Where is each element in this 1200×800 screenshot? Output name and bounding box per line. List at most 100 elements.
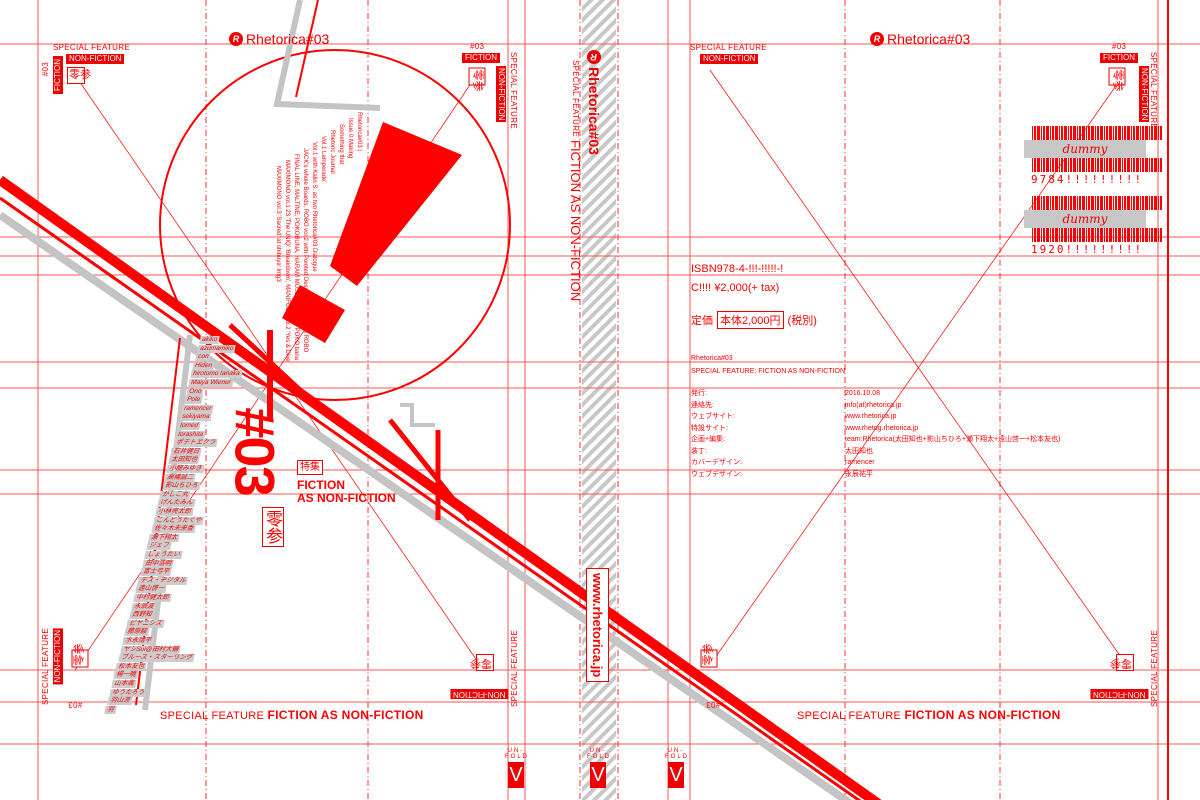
barcode-bar xyxy=(1127,228,1130,242)
barcode-bar xyxy=(1160,196,1162,210)
barcode-bar xyxy=(1131,126,1132,140)
barcode-bar xyxy=(1133,158,1135,172)
contents-line: MAXIMONO vol.1 23 'The UNIQ' 'Breakdown'… xyxy=(284,160,290,363)
colophon-value[interactable]: www.rhetog.rhetorica.jp xyxy=(845,424,919,432)
contributor-name: ブルース・スターリング xyxy=(117,654,195,663)
barcode-bar xyxy=(1077,228,1078,242)
contributor-name: 羽山涼 xyxy=(106,697,132,706)
logo-mark-icon: R xyxy=(870,32,884,46)
colophon-value[interactable]: www.rhetorica.jp xyxy=(845,413,897,420)
barcode-bar xyxy=(1154,228,1157,242)
back-issue-tr: #03 xyxy=(1112,42,1127,51)
issue-line: Rhetorica#03 xyxy=(691,355,733,362)
contributor-name: 水永靖平 xyxy=(122,637,154,645)
barcode-bar xyxy=(1097,158,1099,172)
barcode-bar xyxy=(1095,228,1096,242)
barcode-bar xyxy=(1082,228,1085,242)
barcode-bar xyxy=(1160,228,1162,242)
barcode-bar xyxy=(1034,196,1036,210)
barcode-bar xyxy=(1154,126,1157,140)
barcode-bar xyxy=(1037,158,1040,172)
barcode-bar xyxy=(1145,196,1148,210)
contributor-name: 遠山啓一 xyxy=(135,585,167,594)
barcode-bar xyxy=(1142,126,1144,140)
barcode-bar xyxy=(1050,126,1051,140)
barcode-bar xyxy=(1043,126,1045,140)
barcode-bar xyxy=(1061,158,1063,172)
barcode-bar xyxy=(1113,126,1114,140)
front-fiction-tag: FICTION xyxy=(53,56,63,94)
contributor-name: 永辰波 xyxy=(131,602,157,611)
contributor-name: ポテトエクラ xyxy=(172,439,218,448)
front-issue-small-right: #03 xyxy=(470,42,485,51)
back-non-fiction-tag: NON-FICTION xyxy=(700,54,759,64)
barcode-bar xyxy=(1097,228,1099,242)
contributor-name: 西野知 xyxy=(128,611,154,620)
barcode-bar xyxy=(1127,196,1130,210)
back-footer: SPECIAL FEATURE FICTION AS NON-FICTION xyxy=(797,708,1061,722)
barcode-bar xyxy=(1140,158,1141,172)
circle xyxy=(159,49,511,401)
back-non-fiction-tag-br: NON-FICTION xyxy=(1090,689,1149,699)
barcode-bar xyxy=(1122,196,1123,210)
front-special-feature-right: SPECIAL FEATURE xyxy=(509,52,518,129)
barcode-bar xyxy=(1046,196,1049,210)
barcode-bar xyxy=(1064,158,1067,172)
barcode-bar xyxy=(1131,196,1132,210)
contributor-name: Ono xyxy=(186,387,204,396)
contributor-name: 中村健太郎 xyxy=(133,594,172,602)
spine-url[interactable]: www.rhetorica.jp xyxy=(586,568,609,683)
contributor-name: 影山ちひろ xyxy=(161,482,200,491)
barcode-bar xyxy=(1041,196,1042,210)
barcode-bar xyxy=(1088,158,1090,172)
barcode-bar xyxy=(1104,228,1105,242)
contributor-name: こんどうたくや xyxy=(153,516,204,525)
unfold-v-icon: V xyxy=(508,762,524,788)
colophon-value: 永辰祐平 xyxy=(845,470,873,478)
barcode-bar xyxy=(1122,126,1123,140)
barcode-bar xyxy=(1050,196,1051,210)
colophon-label: ウェブデザイン: xyxy=(691,470,742,478)
barcode-bar xyxy=(1055,228,1058,242)
contents-line: Vol.1 Lamperade' xyxy=(320,136,326,183)
barcode-bar xyxy=(1070,196,1072,210)
colophon-value: team:Rhetorica(太田知也+影山ちひろ+瀬下翔太+遠山啓一+松本友也… xyxy=(845,436,1061,443)
barcode-bar xyxy=(1061,196,1063,210)
contents-line: MAXIMONO vol.3 'Sacred' at shibuya' Img3 xyxy=(275,166,281,282)
barcode-bar xyxy=(1140,126,1141,140)
barcode-bar xyxy=(1124,158,1126,172)
barcode-bar xyxy=(1122,228,1123,242)
barcode-bar xyxy=(1106,126,1108,140)
barcode-bar xyxy=(1041,228,1042,242)
back-special-feature: SPECIAL FEATURE xyxy=(690,43,767,52)
back-kanji-box-br: 零参 xyxy=(1110,654,1134,671)
barcode-bar xyxy=(1160,126,1162,140)
front-special-feature: SPECIAL FEATURE xyxy=(53,43,130,52)
front-kanji-box-right: 零参 xyxy=(468,67,486,92)
barcode-bar xyxy=(1104,126,1105,140)
barcode-bar xyxy=(1046,228,1049,242)
contributor-name: hirotomo tanaka xyxy=(190,370,243,379)
barcode-bar xyxy=(1131,228,1132,242)
barcode-bar xyxy=(1052,126,1054,140)
barcode-bar xyxy=(1100,126,1103,140)
barcode-bar xyxy=(1070,158,1072,172)
barcode-bar xyxy=(1097,196,1099,210)
back-kanji-box: 零参 xyxy=(1108,67,1126,92)
contributor-name: 松本友也 xyxy=(115,662,148,671)
colophon-label: 発行: xyxy=(691,390,707,397)
contributor-name: Maiya Wiener xyxy=(188,379,234,387)
barcode-bar xyxy=(1086,196,1087,210)
front-issue-bl: #03 xyxy=(68,700,83,709)
barcode-bar xyxy=(1151,228,1153,242)
barcode-bar xyxy=(1149,158,1150,172)
barcode-bar xyxy=(1073,228,1076,242)
barcode-bar xyxy=(1118,126,1121,140)
colophon-label: 企画+編集: xyxy=(691,436,726,443)
barcode-bar xyxy=(1136,158,1139,172)
contents-line: Issue 0 Making xyxy=(347,118,353,159)
barcode-bar xyxy=(1073,196,1076,210)
